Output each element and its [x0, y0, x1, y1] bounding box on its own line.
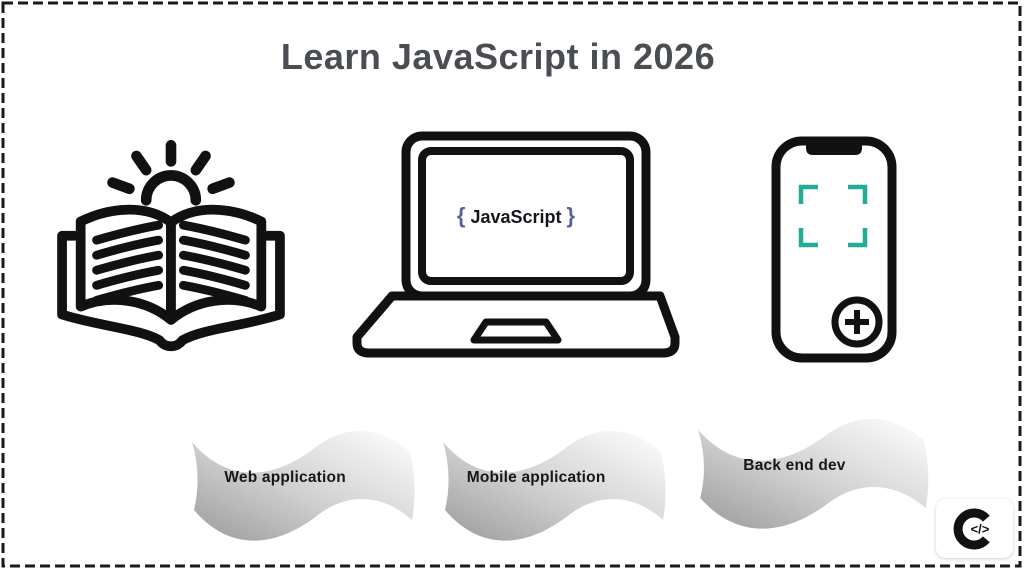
book-cover — [57, 230, 285, 352]
right-page-lines — [178, 220, 250, 305]
open-brace: { — [456, 203, 466, 228]
wave-ribbon-shape — [192, 431, 415, 541]
ribbon-label: Back end dev — [743, 457, 846, 474]
left-page-lines — [92, 220, 164, 305]
javascript-label: JavaScript — [470, 206, 562, 227]
open-book-sun-drawing — [57, 140, 285, 352]
plus-circle-icon — [831, 296, 883, 348]
wave-ribbon-shape — [443, 431, 666, 541]
ribbon-label: Mobile application — [466, 469, 606, 486]
smartphone-drawing — [771, 136, 897, 363]
laptop-screen-text: { JavaScript } — [409, 193, 623, 241]
smartphone-icon — [771, 136, 897, 363]
sun-arc — [140, 170, 202, 206]
wave-ribbon-shape — [698, 419, 929, 529]
ribbon-back-end-dev: Back end dev — [692, 400, 936, 532]
ribbon-mobile-application: Mobile application — [437, 412, 673, 544]
ribbon-web-application: Web application — [186, 412, 422, 544]
close-brace: } — [566, 203, 576, 228]
phone-notch — [806, 140, 862, 155]
logo-code-glyph: </> — [971, 522, 990, 537]
code-logo-icon: </> — [953, 508, 990, 550]
open-book-sun-icon — [47, 136, 295, 362]
laptop-icon: { JavaScript } — [349, 131, 683, 361]
laptop-base-notch — [470, 318, 562, 344]
laptop-screen-inner — [418, 147, 634, 285]
laptop-drawing — [352, 131, 680, 358]
page-title: Learn JavaScript in 2026 — [280, 36, 716, 77]
ribbon-label: Web application — [224, 469, 346, 486]
scan-frame-icon — [798, 184, 868, 248]
code-logo: </> — [936, 499, 1013, 558]
logo-c-letter — [953, 508, 990, 550]
sun-rays — [107, 140, 235, 195]
